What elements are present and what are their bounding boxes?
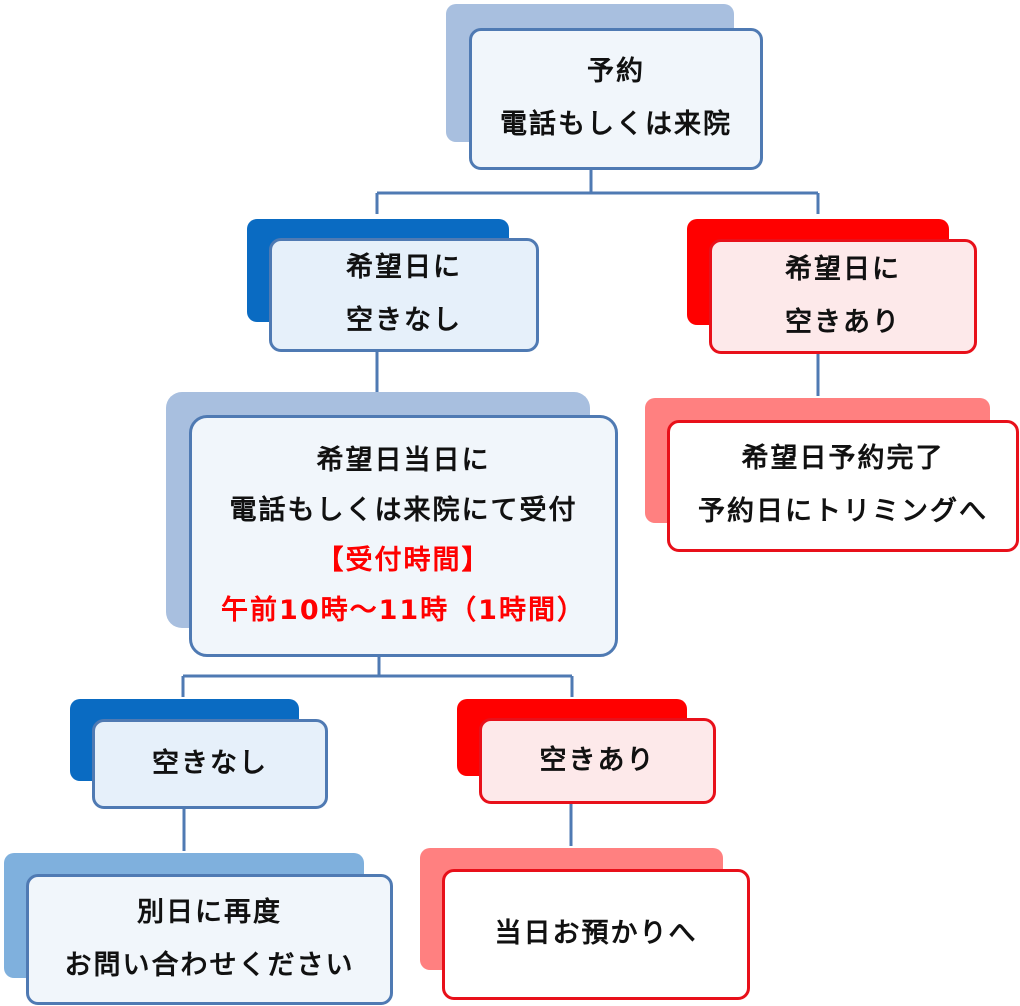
reservation-box: 予約 電話もしくは来院: [469, 28, 763, 170]
available-line2: 空きあり: [785, 306, 901, 338]
retry-box: 別日に再度 お問い合わせください: [26, 874, 393, 1005]
reserved-box: 希望日予約完了 予約日にトリミングへ: [667, 420, 1019, 552]
available-box: 希望日に 空きあり: [709, 239, 977, 354]
dropoff-box: 当日お預かりへ: [442, 869, 750, 1000]
sameday-available-label: 空きあり: [539, 744, 656, 776]
retry-line2: お問い合わせください: [64, 949, 355, 981]
sameday-hours-label: 【受付時間】: [316, 545, 491, 576]
reserved-line1: 希望日予約完了: [741, 443, 945, 475]
dropoff-label: 当日お預かりへ: [494, 918, 698, 950]
sameday-line1: 希望日当日に: [316, 445, 491, 477]
retry-line1: 別日に再度: [137, 896, 282, 928]
full-box: 希望日に 空きなし: [269, 238, 539, 352]
reserved-line2: 予約日にトリミングへ: [698, 496, 988, 527]
reservation-title: 予約: [587, 56, 645, 88]
sameday-line2: 電話もしくは来院にて受付: [229, 495, 578, 527]
sameday-full-box: 空きなし: [92, 719, 328, 809]
sameday-hours-value: 午前10時～11時（1時間）: [221, 594, 586, 626]
full-line1: 希望日に: [346, 252, 462, 284]
reservation-method: 電話もしくは来院: [500, 109, 732, 140]
sameday-box: 希望日当日に 電話もしくは来院にて受付 【受付時間】 午前10時～11時（1時間…: [189, 415, 618, 657]
sameday-full-label: 空きなし: [152, 747, 268, 779]
full-line2: 空きなし: [346, 305, 462, 336]
sameday-available-box: 空きあり: [479, 718, 716, 804]
available-line1: 希望日に: [785, 253, 901, 285]
